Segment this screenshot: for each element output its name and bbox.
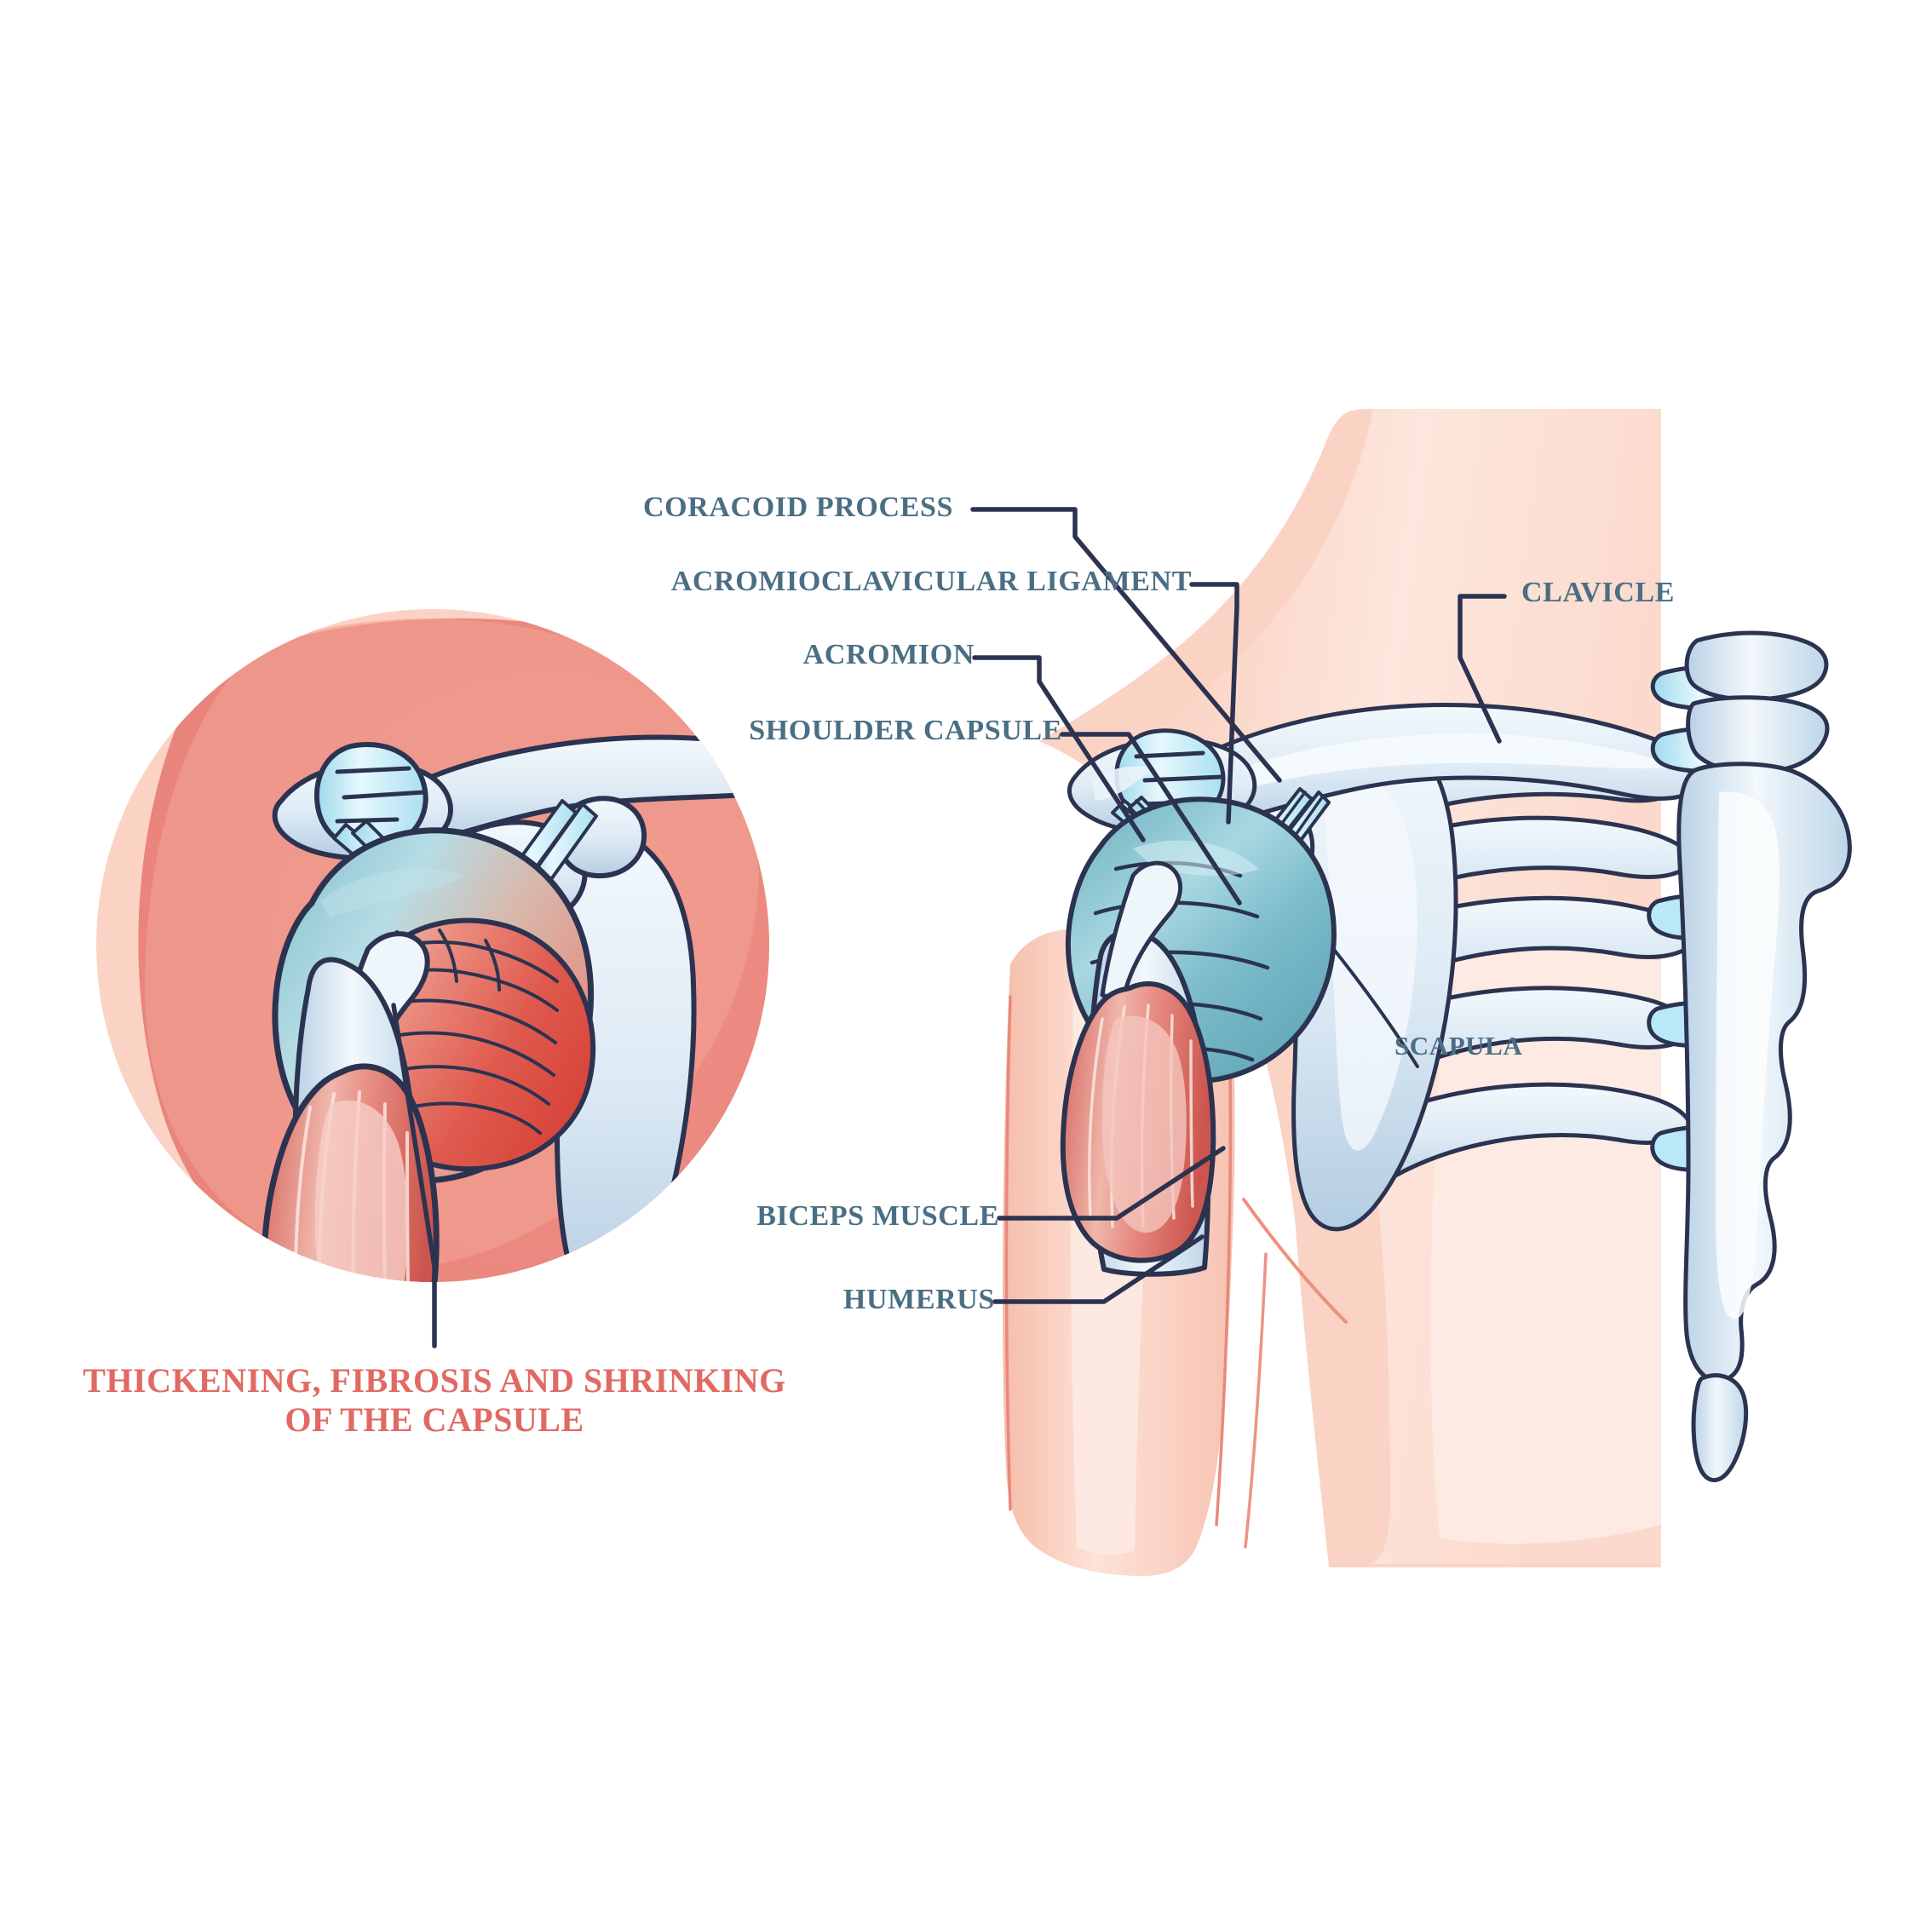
arm-contour-left xyxy=(1004,995,1012,1511)
inset-biceps-highlight xyxy=(314,1100,408,1282)
arm-torso-gap-line xyxy=(1244,1252,1268,1549)
leader-coracoid-process xyxy=(970,507,1282,783)
clavicle-highlight xyxy=(1232,733,1676,792)
label-humerus-text: HUMERUS xyxy=(842,1284,995,1315)
arm-contour-right xyxy=(1215,1065,1233,1527)
label-biceps-muscle: BICEPS MUSCLE xyxy=(756,1201,999,1232)
label-clavicle-text: CLAVICLE xyxy=(1521,577,1675,608)
skeleton-group xyxy=(1060,630,1852,1483)
leader-biceps-muscle xyxy=(997,1146,1226,1221)
label-humerus: HUMERUS xyxy=(843,1285,995,1315)
sternum-group xyxy=(1647,630,1852,1483)
label-acromioclavicular-ligament-text: ACROMIOCLAVICULAR LIGAMENT xyxy=(670,566,1192,597)
sternum-body-upper xyxy=(1686,695,1830,775)
label-acromioclavicular-ligament: ACROMIOCLAVICULAR LIGAMENT xyxy=(671,566,1192,597)
label-shoulder-capsule-text: SHOULDER CAPSULE xyxy=(749,715,1062,746)
inset-magnifier xyxy=(96,609,769,1282)
leader-acromioclavicular-ligament xyxy=(1189,582,1239,825)
acromion-highlight xyxy=(1092,766,1152,801)
label-shoulder-capsule: SHOULDER CAPSULE xyxy=(749,716,1062,746)
xiphoid-process xyxy=(1691,1373,1749,1483)
label-acromion-text: ACROMION xyxy=(802,639,975,670)
label-acromion: ACROMION xyxy=(803,640,975,670)
leader-clavicle xyxy=(1458,594,1507,744)
sternum-manubrium xyxy=(1684,630,1829,702)
label-scapula: SCAPULA xyxy=(1394,1032,1522,1061)
leader-inset-capsule xyxy=(391,1003,437,1348)
label-coracoid-process: CORACOID PROCESS xyxy=(643,492,953,523)
label-clavicle: CLAVICLE xyxy=(1521,578,1675,608)
label-coracoid-process-text: CORACOID PROCESS xyxy=(642,492,953,523)
biceps-tendon xyxy=(1100,860,1183,1004)
leader-shoulder-capsule xyxy=(1060,732,1242,906)
scapula-highlight xyxy=(1325,766,1417,1151)
label-biceps-muscle-text: BICEPS MUSCLE xyxy=(756,1200,999,1232)
inset-caption: THICKENING, FIBROSIS AND SHRINKING OF TH… xyxy=(83,1361,786,1439)
armpit-crease-line xyxy=(1242,1198,1348,1324)
sternum-highlight xyxy=(1716,791,1780,1320)
inset-capsule-teal-highlight xyxy=(320,868,467,918)
leader-lines-group xyxy=(391,507,1507,1348)
biceps-core-highlight xyxy=(1101,1015,1187,1233)
inset-contents xyxy=(138,618,769,1282)
label-scapula-text: SCAPULA xyxy=(1394,1031,1523,1061)
leader-acromion xyxy=(972,655,1146,842)
leader-humerus xyxy=(992,1234,1205,1304)
